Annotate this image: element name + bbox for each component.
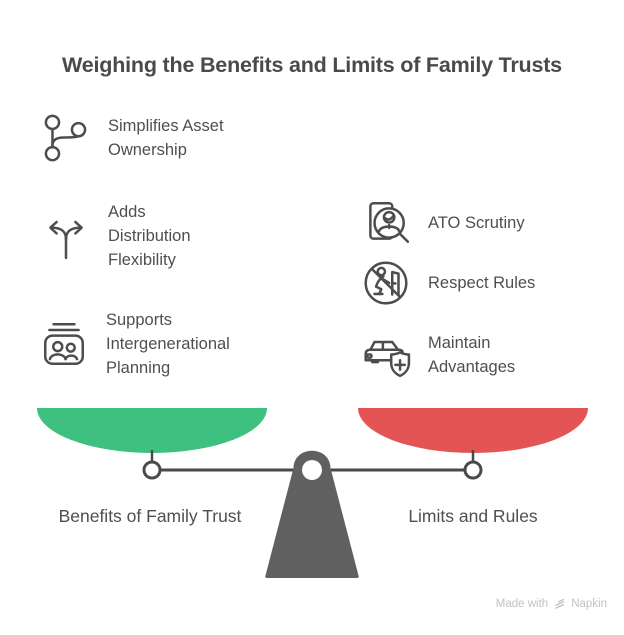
limits-pan	[358, 408, 588, 453]
limit-item-ato-scrutiny: ATO Scrutiny	[360, 197, 525, 249]
limit-item-label: Respect Rules	[428, 274, 536, 292]
benefits-pan	[37, 408, 267, 453]
page-title: Weighing the Benefits and Limits of Fami…	[62, 53, 562, 77]
benefit-item-label: Adds Distribution Flexibility	[108, 203, 191, 269]
family-card-icon	[38, 318, 90, 370]
prohibited-person-icon	[360, 257, 412, 309]
watermark-prefix: Made with	[495, 598, 549, 610]
benefit-item-label: Supports Intergenerational Planning	[106, 311, 230, 377]
limits-pan-label: Limits and Rules	[408, 506, 538, 526]
scale-fulcrum	[265, 450, 359, 578]
benefit-item-simplifies-ownership: Simplifies Asset Ownership	[40, 112, 268, 164]
right-beam-joint	[463, 460, 483, 480]
benefit-item-intergenerational-planning: Supports Intergenerational Planning	[38, 308, 256, 380]
limit-item-maintain-advantages: Maintain Advantages	[360, 329, 540, 381]
git-branch-icon	[40, 112, 92, 164]
limit-item-label: ATO Scrutiny	[428, 214, 525, 232]
person-magnifier-document-icon	[360, 197, 412, 249]
benefit-item-distribution-flexibility: Adds Distribution Flexibility	[40, 200, 208, 272]
benefit-item-label: Simplifies Asset Ownership	[108, 117, 224, 159]
fulcrum-pivot-hole	[302, 460, 322, 480]
watermark-brand: Napkin	[571, 598, 607, 610]
made-with-napkin-watermark: Made with Napkin	[496, 597, 607, 611]
limit-item-label: Maintain Advantages	[428, 334, 516, 376]
car-shield-plus-icon	[360, 329, 412, 381]
napkin-logo-icon	[555, 598, 565, 609]
left-beam-joint	[142, 460, 162, 480]
balance-scale	[37, 408, 588, 578]
limit-item-respect-rules: Respect Rules	[360, 257, 535, 309]
split-arrows-icon	[40, 210, 92, 262]
benefits-pan-label: Benefits of Family Trust	[58, 506, 242, 526]
